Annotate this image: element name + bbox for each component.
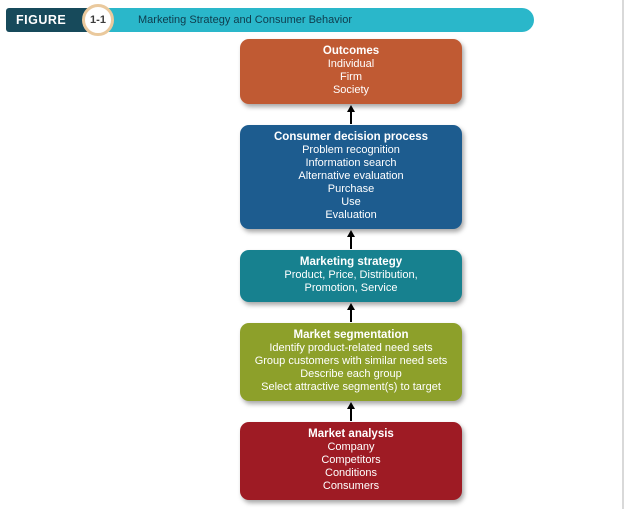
box-consumer-decision-process: Consumer decision process Problem recogn… [240,125,462,229]
box-title: Consumer decision process [273,131,429,143]
box-lines: Product, Price, Distribution,Promotion, … [248,269,454,295]
up-arrow-icon [347,401,355,422]
box-line: Consumers [322,480,380,492]
arrowhead [347,105,355,112]
up-arrow-icon [347,104,355,125]
figure-header: Marketing Strategy and Consumer Behavior… [6,4,546,36]
box-line: Competitors [321,454,381,466]
arrowhead [347,303,355,310]
box-line: Use [341,196,361,208]
arrow-stem [350,112,352,124]
box-line: Company [327,441,375,453]
box-line: Evaluation [325,209,377,221]
box-line: Identify product-related need sets [269,342,433,354]
box-marketing-strategy: Marketing strategy Product, Price, Distr… [240,250,462,302]
up-arrow-icon [347,229,355,250]
arrowhead [347,402,355,409]
box-line: Individual [327,58,375,70]
arrowhead [347,230,355,237]
box-line: Group customers with similar need sets [254,355,448,367]
box-line: Information search [305,157,397,169]
arrow-stem [350,409,352,421]
box-line: Firm [340,71,362,83]
box-line: Conditions [325,467,377,479]
figure-number-badge: 1-1 [82,4,114,36]
arrow-stem [350,310,352,322]
box-market-segmentation: Market segmentation Identify product-rel… [240,323,462,401]
figure-title: Marketing Strategy and Consumer Behavior [138,14,352,26]
box-line: Select attractive segment(s) to target [261,381,441,393]
box-title: Market segmentation [293,329,409,341]
up-arrow-icon [347,302,355,323]
box-line: Describe each group [300,368,402,380]
figure-title-bar: Marketing Strategy and Consumer Behavior [96,8,534,32]
box-line: Problem recognition [302,144,400,156]
box-line: Alternative evaluation [298,170,404,182]
box-line: Society [332,84,370,96]
box-line: Product, Price, Distribution, [284,269,418,281]
box-title: Marketing strategy [299,256,403,268]
box-line: Promotion, Service [304,282,398,294]
box-title: Outcomes [322,45,380,57]
arrow-stem [350,237,352,249]
box-line: Purchase [327,183,375,195]
box-title: Market analysis [308,428,394,440]
